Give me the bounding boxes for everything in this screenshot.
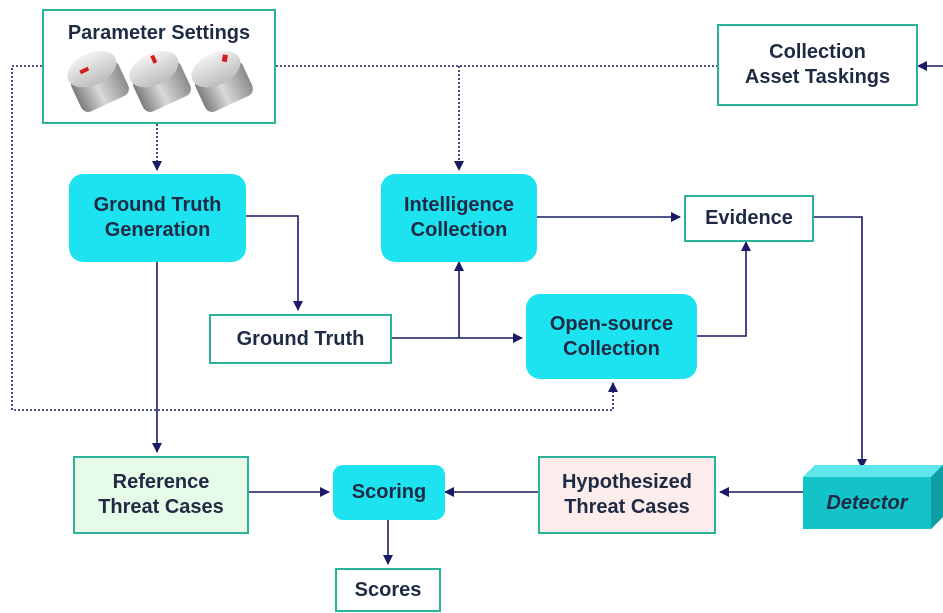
arrow-gtgen-to-gt	[246, 215, 303, 311]
collection-asset-line2: Asset Taskings	[744, 66, 891, 88]
ground-truth-box: Ground Truth	[209, 314, 392, 364]
knobs-group	[67, 50, 253, 112]
ground-truth-generation-box: Ground Truth Generation	[69, 174, 246, 262]
arrow-evidence-to-detector	[814, 216, 867, 469]
intelligence-collection-box: Intelligence Collection	[381, 174, 537, 262]
hypothesized-line2: Threat Cases	[564, 496, 690, 518]
intelligence-collection-line2: Collection	[410, 219, 508, 241]
scoring-label: Scoring	[351, 481, 427, 503]
intelligence-collection-line1: Intelligence	[403, 194, 515, 216]
parameter-settings-label: Parameter Settings	[67, 22, 251, 44]
detector-label: Detector	[826, 491, 908, 514]
ground-truth-generation-line1: Ground Truth	[93, 194, 222, 216]
knob-icon	[67, 50, 129, 112]
reference-line2: Threat Cases	[98, 496, 224, 518]
reference-threat-cases-box: Reference Threat Cases	[73, 456, 249, 534]
ground-truth-label: Ground Truth	[236, 327, 365, 350]
detector-prism	[803, 465, 943, 529]
hypothesized-threat-cases-box: Hypothesized Threat Cases	[538, 456, 716, 534]
open-source-collection-box: Open-source Collection	[526, 294, 697, 379]
collection-asset-taskings-box: Collection Asset Taskings	[717, 24, 918, 106]
scoring-box: Scoring	[333, 465, 445, 520]
open-source-line1: Open-source	[549, 312, 674, 335]
knob-icon	[129, 50, 191, 112]
detector-box: Detector	[803, 477, 931, 529]
open-source-line2: Collection	[563, 337, 660, 360]
arrow-opensource-to-evidence	[697, 241, 751, 337]
ground-truth-generation-line2: Generation	[104, 219, 211, 241]
knob-icon	[191, 50, 253, 112]
parameter-settings-box: Parameter Settings	[42, 9, 276, 124]
collection-asset-line1: Collection	[769, 41, 866, 63]
reference-line1: Reference	[112, 471, 210, 493]
hypothesized-line1: Hypothesized	[561, 471, 693, 493]
scores-box: Scores	[335, 568, 441, 612]
dotted-line-left	[11, 65, 618, 411]
evidence-label: Evidence	[705, 207, 793, 229]
scores-label: Scores	[354, 578, 422, 601]
evidence-box: Evidence	[684, 195, 814, 242]
